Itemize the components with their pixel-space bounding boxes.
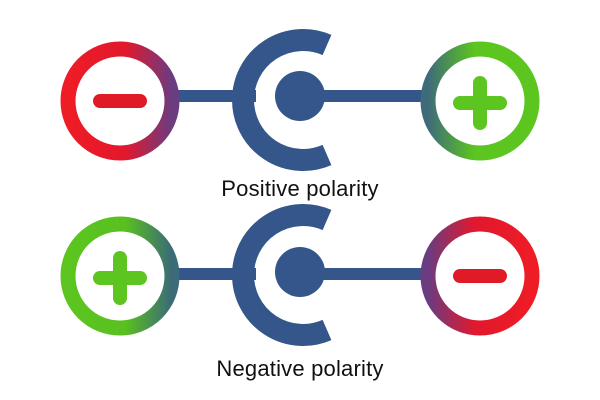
center-dot xyxy=(275,247,325,297)
center-c-connector xyxy=(232,29,332,171)
plus-icon xyxy=(93,251,147,305)
minus-icon xyxy=(93,94,147,108)
wire-right xyxy=(300,90,426,102)
positive-polarity-diagram xyxy=(60,29,540,171)
positive-polarity-caption: Positive polarity xyxy=(221,176,379,201)
minus-icon xyxy=(453,269,507,283)
wire-right xyxy=(300,268,426,280)
center-dot xyxy=(275,71,325,121)
center-c-connector xyxy=(232,204,332,346)
plus-icon xyxy=(453,76,507,130)
negative-polarity-diagram xyxy=(60,204,540,346)
negative-polarity-caption: Negative polarity xyxy=(216,356,384,381)
